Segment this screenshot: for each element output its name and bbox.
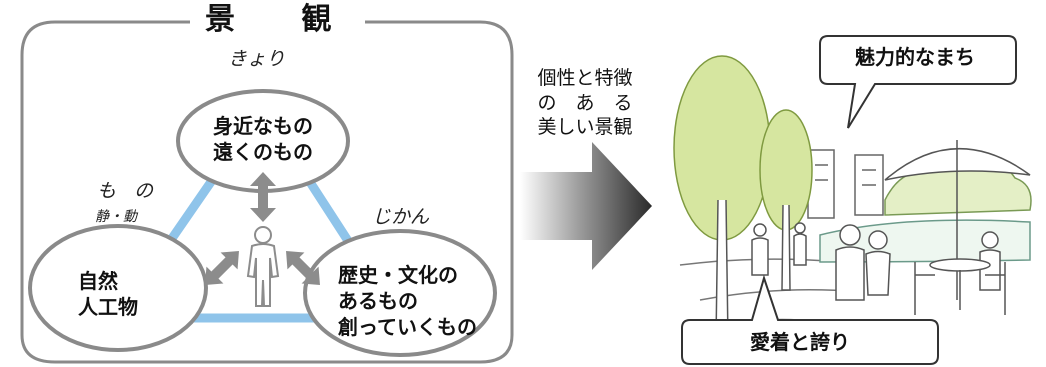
- people: [751, 222, 1001, 301]
- middle-line-2: の あ る: [537, 91, 633, 114]
- small-tree: [759, 109, 813, 291]
- time-label: じかん: [372, 206, 430, 228]
- middle-line-3: 美しい景観: [537, 116, 633, 139]
- circle-left-line-1: 自然: [78, 269, 118, 293]
- person-figure: [246, 226, 280, 307]
- relationship-triangle: [112, 103, 403, 323]
- circle-left: [28, 224, 208, 352]
- circle-left-line-2: 人工物: [78, 295, 138, 319]
- left-double-arrow: [205, 251, 239, 285]
- circle-right: [303, 229, 497, 357]
- circle-top-line-2: 遠くのもの: [213, 140, 313, 164]
- vertical-double-arrow: [250, 172, 276, 222]
- circle-top-text: 身近なもの 遠くのもの: [193, 113, 333, 165]
- big-arrow: [520, 142, 652, 270]
- tall-tree: [673, 55, 771, 341]
- bubble-top-text: 魅力的なまち: [855, 45, 975, 69]
- circle-right-line-3: 創っていくもの: [338, 315, 477, 339]
- circle-left-text: 自然 人工物: [78, 268, 138, 320]
- distance-label: きょり: [228, 48, 286, 70]
- cafe-table: [914, 258, 1006, 315]
- bubble-top-shape: [819, 35, 1017, 129]
- circle-right-text: 歴史・文化の あるもの 創っていくもの: [338, 262, 477, 340]
- parasol: [884, 140, 1031, 300]
- buildings: [807, 149, 884, 219]
- landscape-title: 景 観: [205, 2, 360, 37]
- things-label: も の: [97, 180, 160, 202]
- static-dynamic-label: 静・動: [95, 209, 137, 225]
- middle-caption: 個性と特徴 の あ る 美しい景観: [520, 66, 650, 140]
- right-double-arrow: [286, 251, 320, 285]
- circle-top-line-1: 身近なもの: [213, 114, 313, 138]
- bubble-bottom-shape: [681, 274, 939, 365]
- panel-frame: [20, 20, 514, 364]
- circle-right-line-2: あるもの: [338, 289, 418, 313]
- middle-line-1: 個性と特徴: [537, 67, 633, 89]
- bubble-bottom-text: 愛着と誇り: [750, 330, 850, 354]
- circle-right-line-1: 歴史・文化の: [338, 263, 458, 287]
